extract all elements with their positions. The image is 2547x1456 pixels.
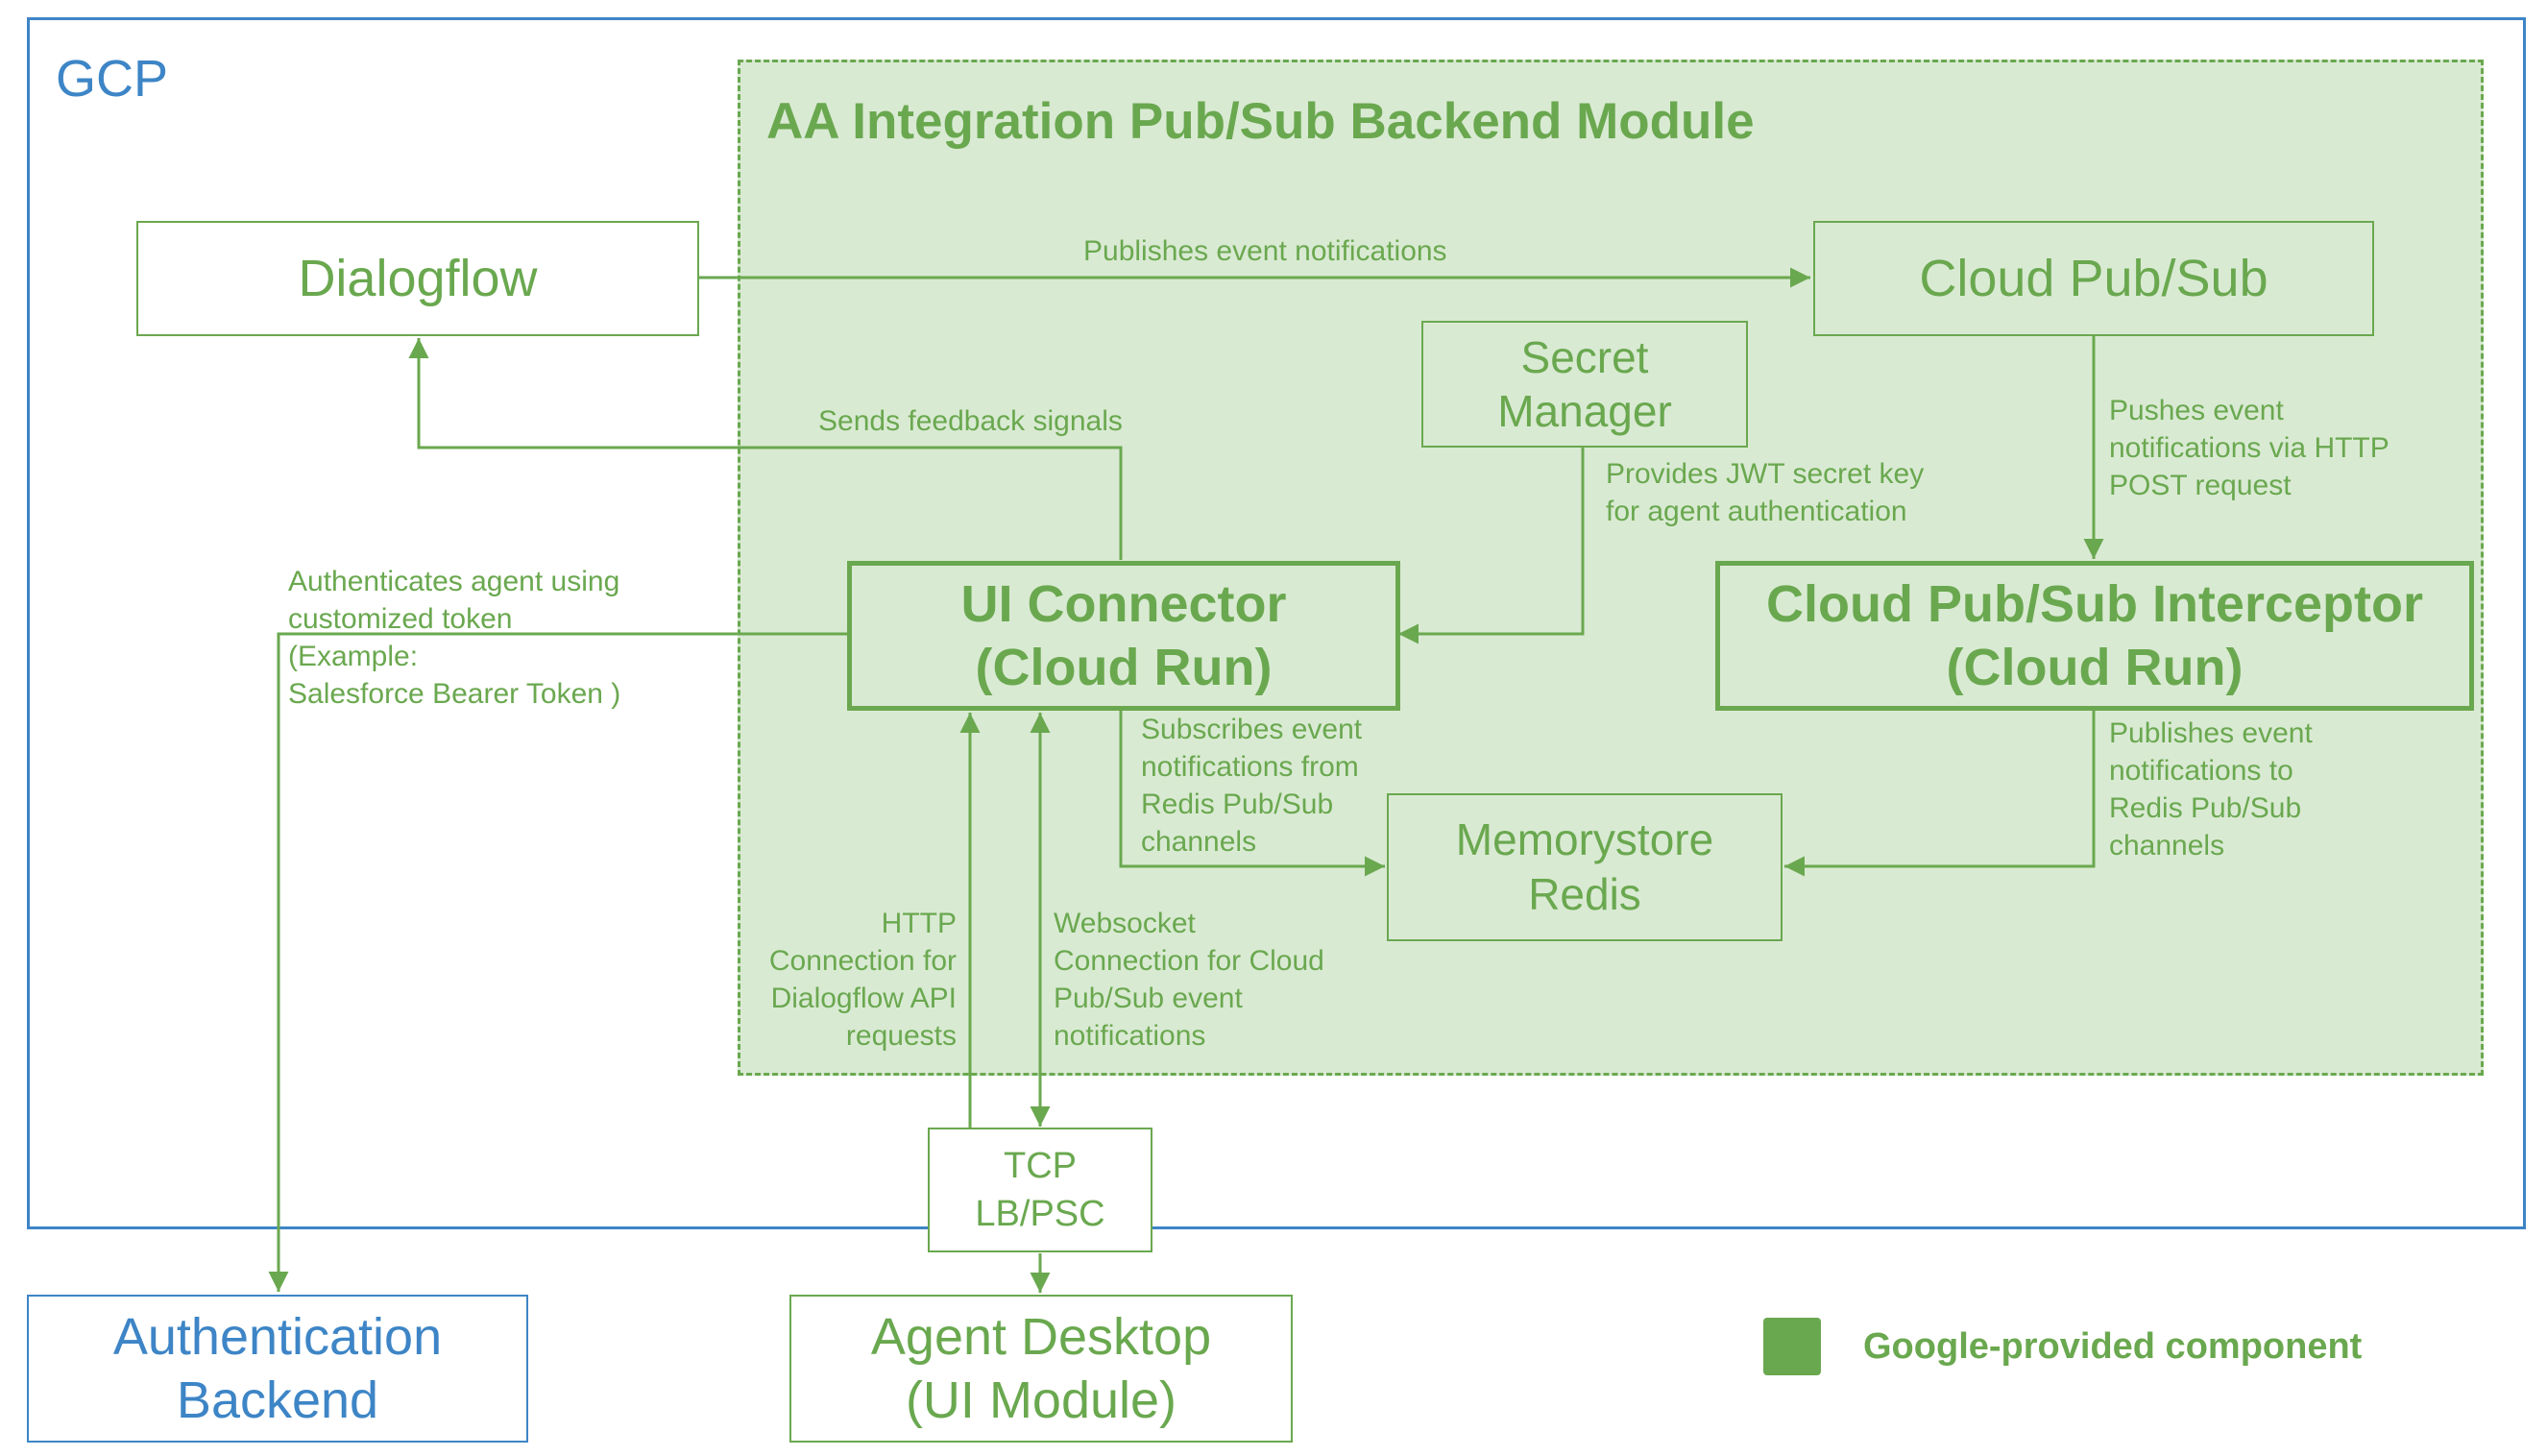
label-publishes-redis-line-4: channels <box>2109 830 2225 861</box>
gcp-region <box>27 17 2526 1229</box>
label-authenticates: Authenticates agent using customized tok… <box>288 563 620 713</box>
secret-manager-node: Secret Manager <box>1421 321 1748 448</box>
legend-label: Google-provided component <box>1863 1326 2363 1367</box>
label-authenticates-line-4: Salesforce Bearer Token ) <box>288 678 621 710</box>
agent-desktop-node: Agent Desktop (UI Module) <box>789 1295 1293 1443</box>
dialogflow-node: Dialogflow <box>136 221 699 336</box>
auth-backend-line-2: Backend <box>176 1371 379 1429</box>
cloud-pubsub-label: Cloud Pub/Sub <box>1919 250 2268 307</box>
edge-connector-to-memorystore <box>1119 711 1385 877</box>
gcp-label: GCP <box>56 50 169 108</box>
label-publishes-event: Publishes event notifications <box>1083 235 1447 267</box>
tcp-lb-line-1: TCP <box>1004 1146 1077 1186</box>
label-http-line-4: requests <box>845 1020 957 1052</box>
dialogflow-label: Dialogflow <box>298 250 538 307</box>
auth-backend-line-1: Authentication <box>112 1308 443 1366</box>
label-subscribes-line-4: channels <box>1141 826 1257 858</box>
ui-connector-line-2: (Cloud Run) <box>975 639 1273 696</box>
label-http-line-1: HTTP <box>881 908 957 939</box>
label-pushes: Pushes event notifications via HTTP POST… <box>2109 392 2389 504</box>
label-subscribes-line-3: Redis Pub/Sub <box>1141 789 1334 820</box>
secret-manager-line-2: Manager <box>1497 386 1672 436</box>
memorystore-line-2: Redis <box>1528 869 1641 919</box>
interceptor-line-1: Cloud Pub/Sub Interceptor <box>1766 575 2423 633</box>
label-publishes-redis-line-1: Publishes event <box>2109 717 2313 749</box>
edge-secret-to-connector <box>1398 448 1585 644</box>
edge-connector-to-auth <box>268 632 847 1292</box>
agent-desktop-line-1: Agent Desktop <box>870 1308 1212 1366</box>
interceptor-line-2: (Cloud Run) <box>1946 639 2244 696</box>
label-publishes-redis: Publishes event notifications to Redis P… <box>2109 715 2313 864</box>
memorystore-node: Memorystore Redis <box>1387 793 1783 941</box>
label-http-line-3: Dialogflow API <box>770 983 957 1014</box>
label-jwt-line-2: for agent authentication <box>1606 496 1907 527</box>
memorystore-line-1: Memorystore <box>1455 814 1714 864</box>
ui-connector-line-1: UI Connector <box>960 575 1287 633</box>
agent-desktop-line-2: (UI Module) <box>905 1371 1177 1429</box>
auth-backend-node: Authentication Backend <box>27 1295 528 1443</box>
cloud-pubsub-node: Cloud Pub/Sub <box>1813 221 2374 336</box>
label-http: HTTP Connection for Dialogflow API reque… <box>769 905 957 1055</box>
tcp-lb-line-2: LB/PSC <box>975 1194 1105 1234</box>
label-authenticates-line-1: Authenticates agent using <box>288 566 620 597</box>
label-pushes-line-1: Pushes event <box>2109 395 2284 426</box>
label-websocket-line-4: notifications <box>1054 1020 1206 1052</box>
label-websocket-line-3: Pub/Sub event <box>1054 983 1243 1014</box>
label-authenticates-line-2: customized token <box>288 603 513 635</box>
label-pushes-line-3: POST request <box>2109 470 2292 501</box>
label-websocket-line-1: Websocket <box>1054 908 1196 939</box>
module-title: AA Integration Pub/Sub Backend Module <box>766 93 1755 150</box>
label-publishes-redis-line-3: Redis Pub/Sub <box>2109 792 2302 824</box>
interceptor-node: Cloud Pub/Sub Interceptor (Cloud Run) <box>1715 561 2474 711</box>
label-sends-feedback: Sends feedback signals <box>818 405 1123 437</box>
secret-manager-line-1: Secret <box>1520 332 1649 382</box>
edge-connector-to-dialogflow <box>408 338 1123 560</box>
edge-interceptor-to-memorystore <box>1784 711 2096 877</box>
label-publishes-redis-line-2: notifications to <box>2109 755 2293 787</box>
label-jwt: Provides JWT secret key for agent authen… <box>1606 455 1924 530</box>
label-websocket: Websocket Connection for Cloud Pub/Sub e… <box>1054 905 1324 1055</box>
backend-module-region <box>738 60 2484 1076</box>
tcp-lb-node: TCP LB/PSC <box>928 1128 1152 1252</box>
label-authenticates-line-3: (Example: <box>288 641 419 672</box>
label-subscribes-line-2: notifications from <box>1141 751 1359 783</box>
ui-connector-node: UI Connector (Cloud Run) <box>847 561 1400 711</box>
label-websocket-line-2: Connection for Cloud <box>1054 945 1324 977</box>
legend-swatch <box>1763 1318 1821 1375</box>
label-subscribes: Subscribes event notifications from Redi… <box>1141 711 1362 861</box>
label-jwt-line-1: Provides JWT secret key <box>1606 458 1925 490</box>
label-http-line-2: Connection for <box>768 945 957 977</box>
label-pushes-line-2: notifications via HTTP <box>2109 432 2389 464</box>
label-subscribes-line-1: Subscribes event <box>1141 714 1363 745</box>
